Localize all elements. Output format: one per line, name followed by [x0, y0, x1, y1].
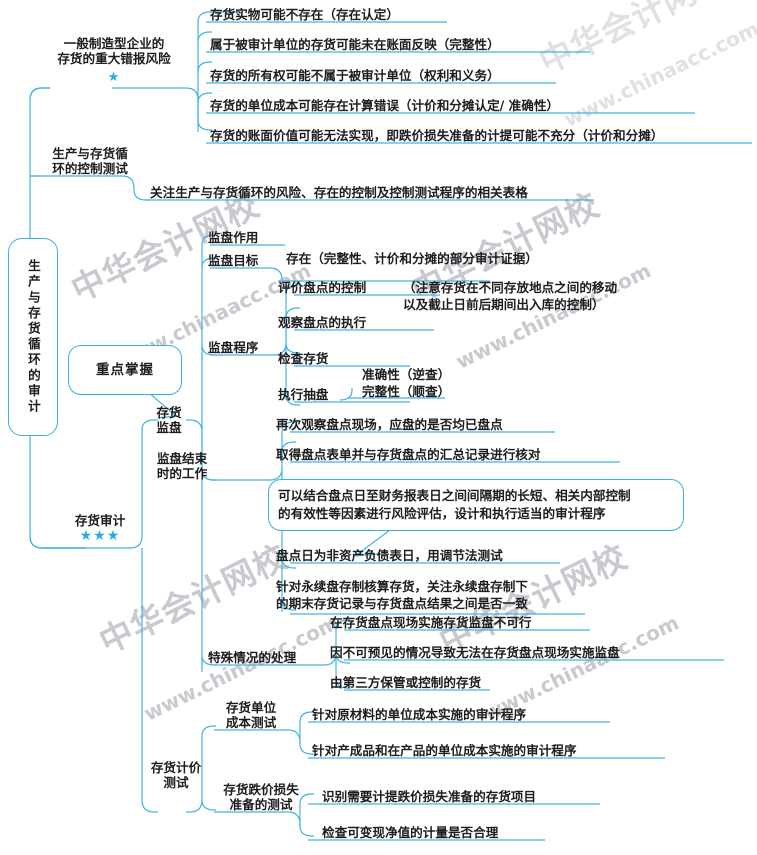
node-impairment-test[interactable]: 存货跌价损失 准备的测试 [223, 782, 299, 813]
node-impairment-child-2[interactable]: 检查可变现净值的计量是否合理 [322, 825, 499, 840]
risk-child-5[interactable]: 存货的账面价值可能无法实现，即跌价损失准备的计提可能不充分（计价和分摊） [210, 128, 664, 143]
branch-control-test-label[interactable]: 生产与存货循 环的控制测试 [52, 146, 128, 177]
branch-risk-stars: ★ [107, 70, 121, 85]
callout-box-risk-assessment[interactable]: 可以结合盘点日至财务报表日之间间隔期的长短、相关内部控制 的有效性等因素进行风险… [268, 479, 684, 531]
node-unit-cost-test[interactable]: 存货单位 成本测试 [225, 700, 277, 731]
callout-key-point[interactable]: 重点掌握 [68, 345, 182, 395]
node-special-situations[interactable]: 特殊情况的处理 [208, 650, 297, 665]
risk-child-1[interactable]: 存货实物可能不存在（存在认定） [210, 7, 399, 22]
node-supervision-closing[interactable]: 监盘结束 时的工作 [156, 451, 208, 482]
node-supervision-procedure[interactable]: 监盘程序 [208, 340, 259, 355]
node-procedure-child-1-note: （注意存货在不同存放地点之间的移动 以及截止日前后期间出入库的控制） [403, 280, 618, 312]
root-node[interactable]: 生产与存货循环的审计 [8, 238, 58, 436]
node-procedure-child-4-note: 准确性（逆查） 完整性（顺查） [362, 367, 451, 399]
branch-risk-label[interactable]: 一般制造型企业的 存货的重大错报风险 [57, 36, 171, 67]
node-procedure-child-2[interactable]: 观察盘点的执行 [278, 315, 367, 330]
node-supervision-goal-child-1[interactable]: 存在（完整性、计价和分摊的部分审计证据） [286, 251, 538, 266]
branch-inventory-audit-stars: ★★★ [79, 528, 121, 544]
risk-child-4[interactable]: 存货的单位成本可能存在计算错误（计价和分摊认定/ 准确性） [210, 98, 560, 113]
node-closing-child-5[interactable]: 针对永续盘存制核算存货，关注永续盘存制下 的期末存货记录与存货盘点结果之间是否一… [276, 579, 528, 611]
node-impairment-child-1[interactable]: 识别需要计提跌价损失准备的存货项目 [322, 789, 537, 804]
risk-child-3[interactable]: 存货的所有权可能不属于被审计单位（权利和义务） [210, 68, 500, 83]
node-inventory-valuation[interactable]: 存货计价 测试 [150, 760, 202, 791]
node-special-child-3[interactable]: 由第三方保管或控制的存货 [330, 675, 482, 690]
node-special-child-1[interactable]: 在存货盘点现场实施存货监盘不可行 [330, 615, 532, 630]
risk-child-2[interactable]: 属于被审计单位的存货可能未在账面反映（完整性） [210, 37, 500, 52]
node-closing-child-2[interactable]: 取得盘点表单并与存货盘点的汇总记录进行核对 [276, 447, 541, 462]
callout-key-point-label: 重点掌握 [96, 362, 154, 378]
node-closing-child-4[interactable]: 盘点日为非资产负债表日，用调节法测试 [276, 548, 503, 563]
node-special-child-2[interactable]: 因不可预见的情况导致无法在存货盘点现场实施监盘 [330, 645, 620, 660]
node-inventory-supervision[interactable]: 存货 监盘 [156, 405, 182, 436]
node-unit-cost-child-2[interactable]: 针对产成品和在产品的单位成本实施的审计程序 [312, 743, 577, 758]
node-procedure-child-3[interactable]: 检查存货 [278, 351, 329, 366]
node-supervision-goal[interactable]: 监盘目标 [208, 253, 259, 268]
root-node-label: 生产与存货循环的审计 [25, 259, 41, 415]
callout-box-risk-assessment-label: 可以结合盘点日至财务报表日之间间隔期的长短、相关内部控制 的有效性等因素进行风险… [278, 488, 631, 522]
branch-inventory-audit-label[interactable]: 存货审计 [74, 513, 126, 528]
node-supervision-role[interactable]: 监盘作用 [208, 230, 259, 245]
node-closing-child-1[interactable]: 再次观察盘点现场，应盘的是否均已盘点 [276, 417, 503, 432]
control-test-child-1[interactable]: 关注生产与存货循环的风险、存在的控制及控制测试程序的相关表格 [150, 185, 528, 200]
node-unit-cost-child-1[interactable]: 针对原材料的单位成本实施的审计程序 [312, 707, 527, 722]
node-procedure-child-4[interactable]: 执行抽盘 [278, 387, 329, 402]
node-procedure-child-1[interactable]: 评价盘点的控制 [278, 280, 367, 295]
